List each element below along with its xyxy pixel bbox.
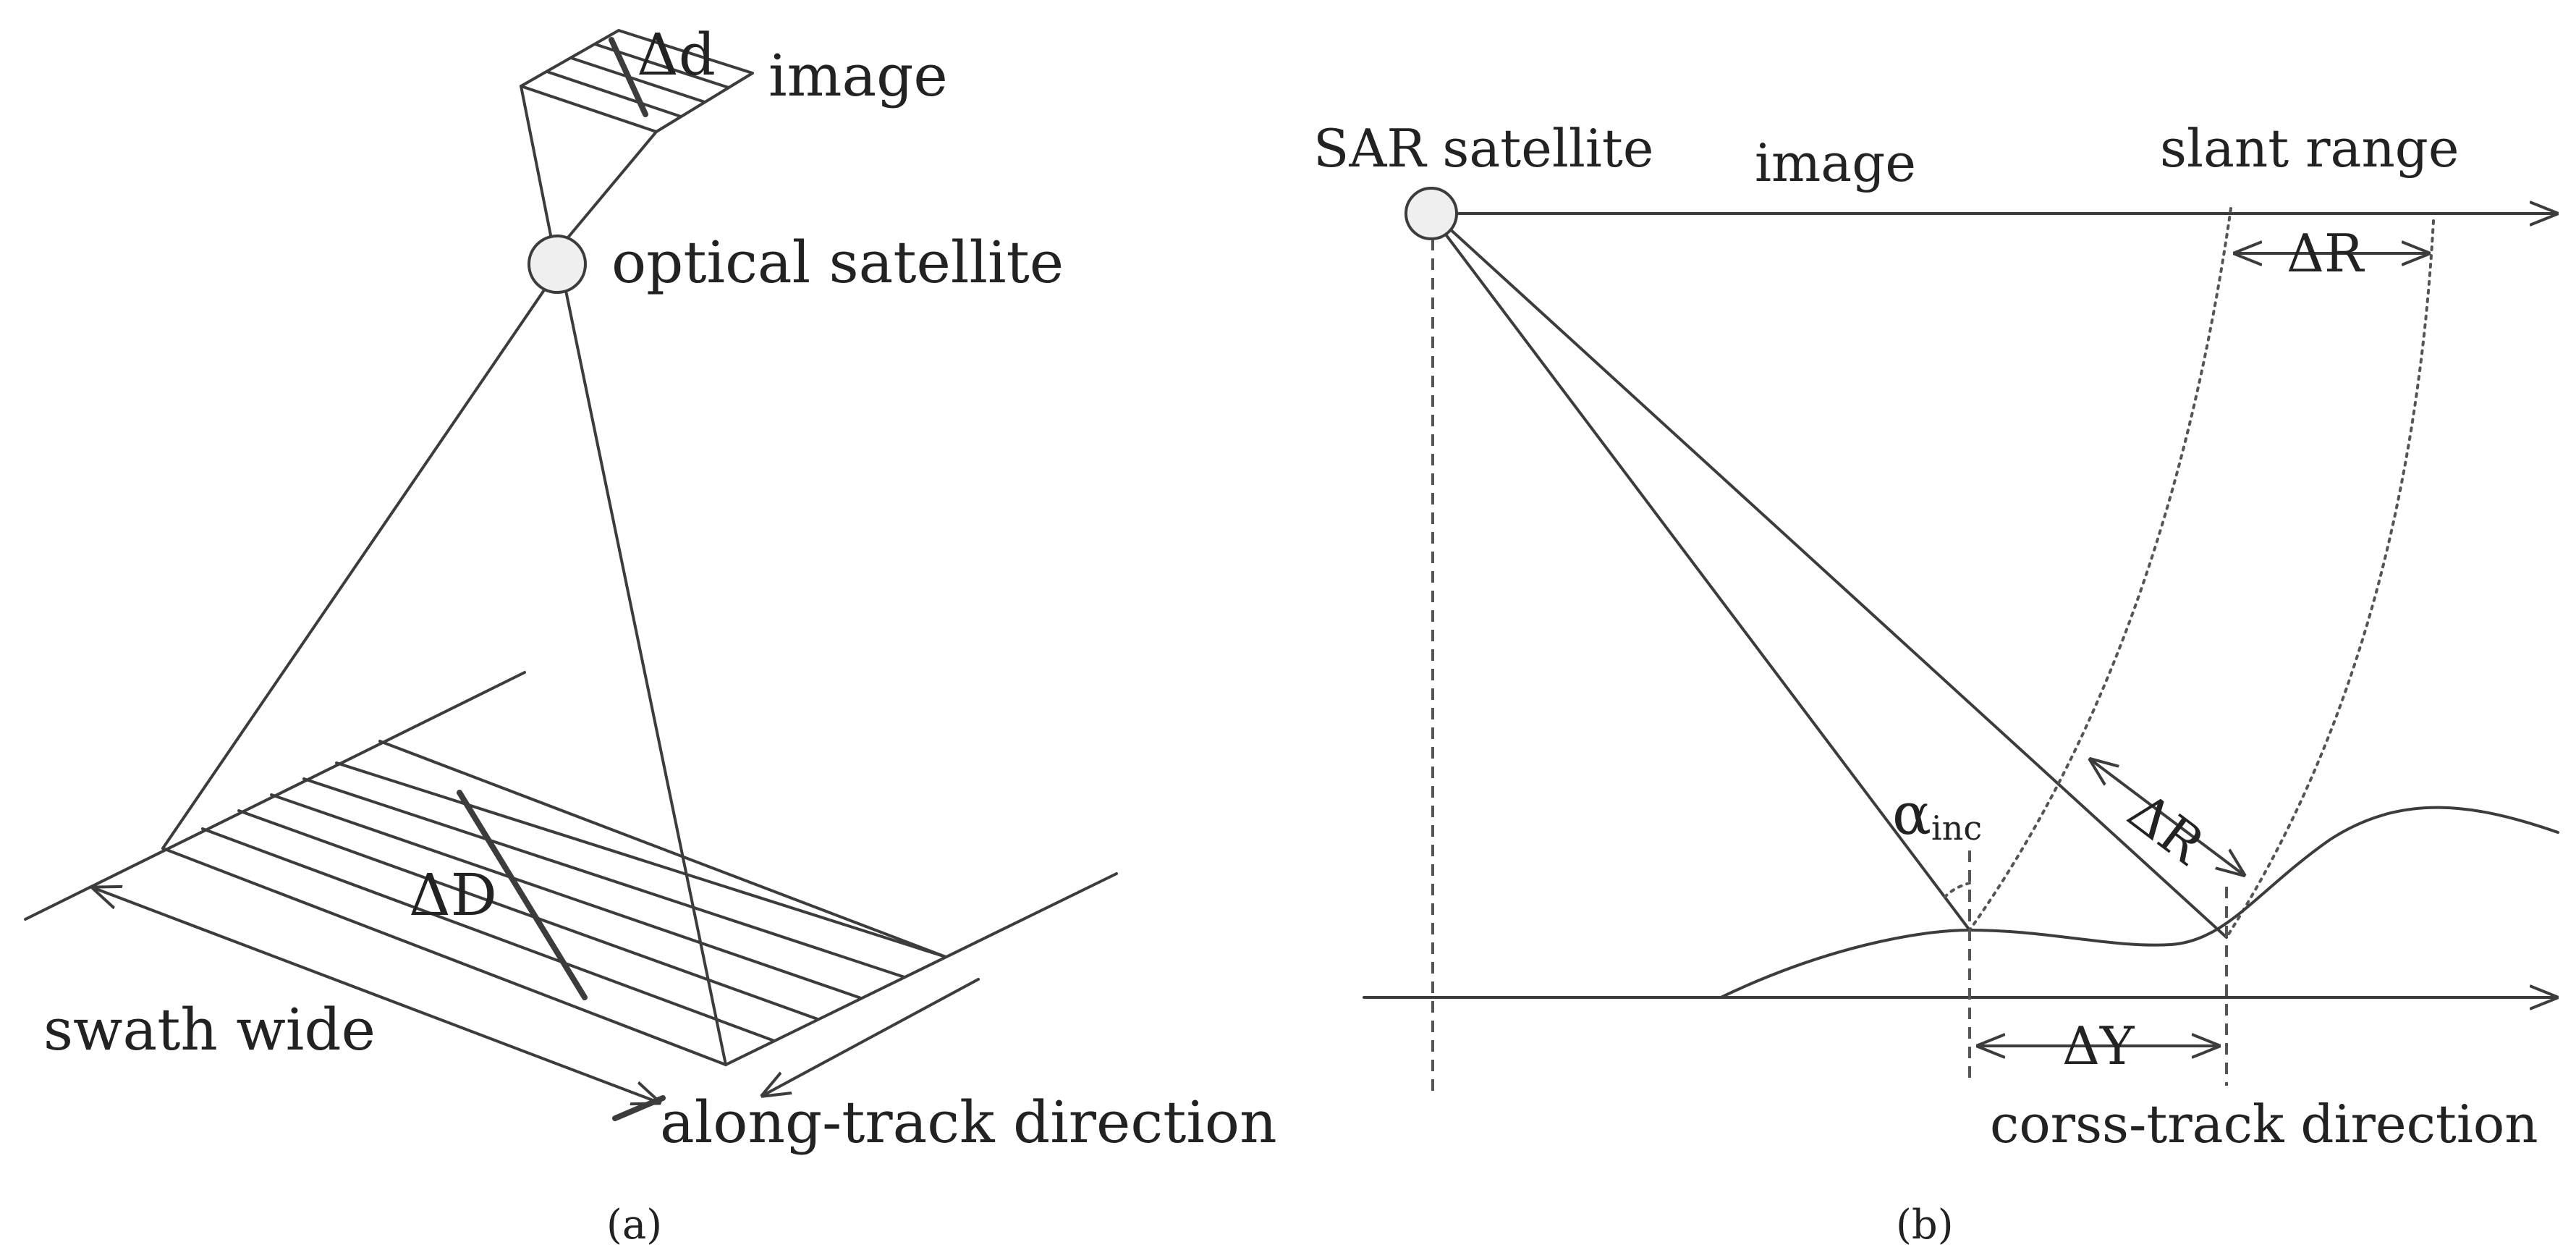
- alpha-angle-arc: [1943, 882, 1971, 899]
- swath-tick: [612, 1095, 666, 1121]
- swath-wide-arrow: [94, 888, 658, 1102]
- delta-r-mid-label: ΔR: [2117, 780, 2216, 876]
- terrain-surface: [1719, 806, 2559, 999]
- slant-range-label: slant range: [2160, 118, 2460, 179]
- image-label-b: image: [1755, 132, 1916, 193]
- sar-satellite-label: SAR satellite: [1313, 118, 1653, 179]
- panel-b-caption: (b): [1896, 1202, 1954, 1249]
- panel-a-caption: (a): [606, 1202, 662, 1249]
- delta-D-label: ΔD: [409, 861, 497, 929]
- panel-a: image Δd optical satellite ΔD swath wide…: [24, 21, 1277, 1249]
- slant-line-near: [1442, 230, 1971, 932]
- delta-r-mid-arrow: [2091, 760, 2243, 874]
- sar-satellite-icon: [1404, 187, 1458, 240]
- cross-track-label: corss-track direction: [1990, 1094, 2538, 1154]
- swath-wide-label: swath wide: [43, 996, 376, 1063]
- delta-r-top-label: ΔR: [2287, 223, 2365, 284]
- image-label-a: image: [768, 42, 948, 109]
- optical-satellite-label: optical satellite: [611, 229, 1064, 296]
- alpha-label: αinc: [1892, 780, 1982, 848]
- delta-y-label: ΔY: [2062, 1016, 2135, 1076]
- sensor-image-plane: [520, 29, 754, 133]
- optical-satellite-icon: [528, 235, 587, 294]
- projection-lines: [161, 85, 727, 1066]
- slant-line-far: [1446, 225, 2228, 939]
- range-arc-far: [2225, 219, 2435, 939]
- delta-d-label: Δd: [637, 21, 716, 88]
- along-track-label: along-track direction: [660, 1089, 1277, 1156]
- along-track-arrow: [763, 978, 980, 1095]
- panel-b: SAR satellite image slant range ΔR ΔR αi…: [1313, 118, 2559, 1249]
